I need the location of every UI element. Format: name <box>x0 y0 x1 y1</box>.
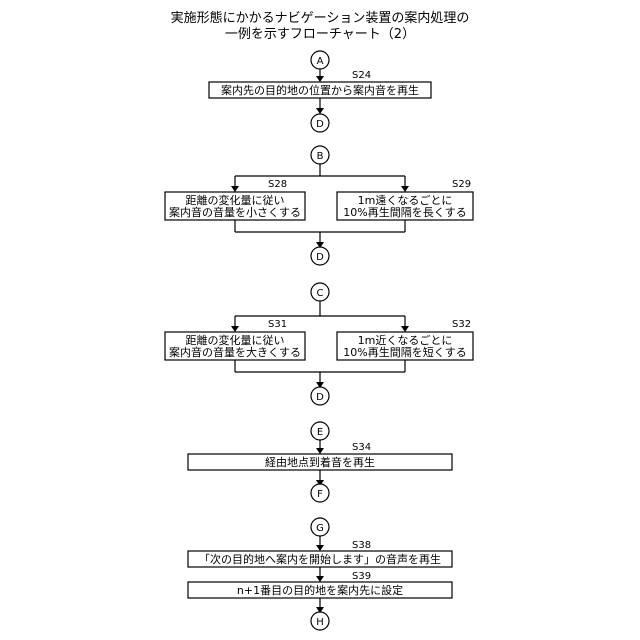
step-id-s29: S29 <box>452 179 471 190</box>
connector-g-top-label: G <box>316 523 324 534</box>
process-label-s34: 経由地点到着音を再生 <box>265 455 375 469</box>
process-label-s39: n+1番目の目的地を案内先に設定 <box>237 583 403 597</box>
connector-b-top-label: B <box>317 151 324 162</box>
arrow-head <box>401 186 409 192</box>
arrow-head <box>316 108 324 114</box>
connector-a-top-label: A <box>317 56 324 67</box>
connector-e-top-label: E <box>317 427 323 438</box>
arrow-head <box>316 545 324 551</box>
step-id-s28: S28 <box>268 179 287 190</box>
process-label-s32-line2: 10%再生間隔を短くする <box>343 345 466 359</box>
arrow-head <box>316 76 324 82</box>
connector-c-top-label: C <box>317 288 324 299</box>
process-label-s24: 案内先の目的地の位置から案内音を再生 <box>221 83 419 97</box>
figure-title-line2: 一例を示すフローチャート（2） <box>225 27 415 42</box>
arrow-head <box>231 186 239 192</box>
step-id-s38: S38 <box>352 540 371 551</box>
step-id-s34: S34 <box>352 442 371 453</box>
connector-g-bottom-label: H <box>316 617 324 628</box>
step-id-s24: S24 <box>352 70 371 81</box>
connector-a-bottom-label: D <box>316 119 324 130</box>
process-label-s28-line1: 距離の変化量に従い <box>186 193 285 207</box>
process-label-s32-line1: 1m近くなるごとに <box>358 333 453 347</box>
figure-title-line1: 実施形態にかかるナビゲーション装置の案内処理の <box>171 10 470 26</box>
arrow-head <box>401 326 409 332</box>
step-id-s32: S32 <box>452 319 471 330</box>
step-id-s31: S31 <box>268 319 287 330</box>
arrow-head <box>316 448 324 454</box>
connector-e-bottom-label: F <box>317 489 323 500</box>
process-label-s29-line2: 10%再生間隔を長くする <box>343 205 466 219</box>
process-label-s28-line2: 案内音の音量を小さくする <box>169 205 301 219</box>
process-label-s31-line1: 距離の変化量に従い <box>186 333 285 347</box>
process-label-s31-line2: 案内音の音量を大きくする <box>169 345 301 359</box>
connector-b-bottom-label: D <box>316 252 324 263</box>
process-label-s29-line1: 1m遠くなるごとに <box>358 193 453 207</box>
arrow-head <box>231 326 239 332</box>
step-id-s39: S39 <box>352 571 371 582</box>
arrow-head <box>316 576 324 582</box>
process-label-s38: 「次の目的地へ案内を開始します」の音声を再生 <box>199 552 441 566</box>
connector-c-bottom-label: D <box>316 392 324 403</box>
